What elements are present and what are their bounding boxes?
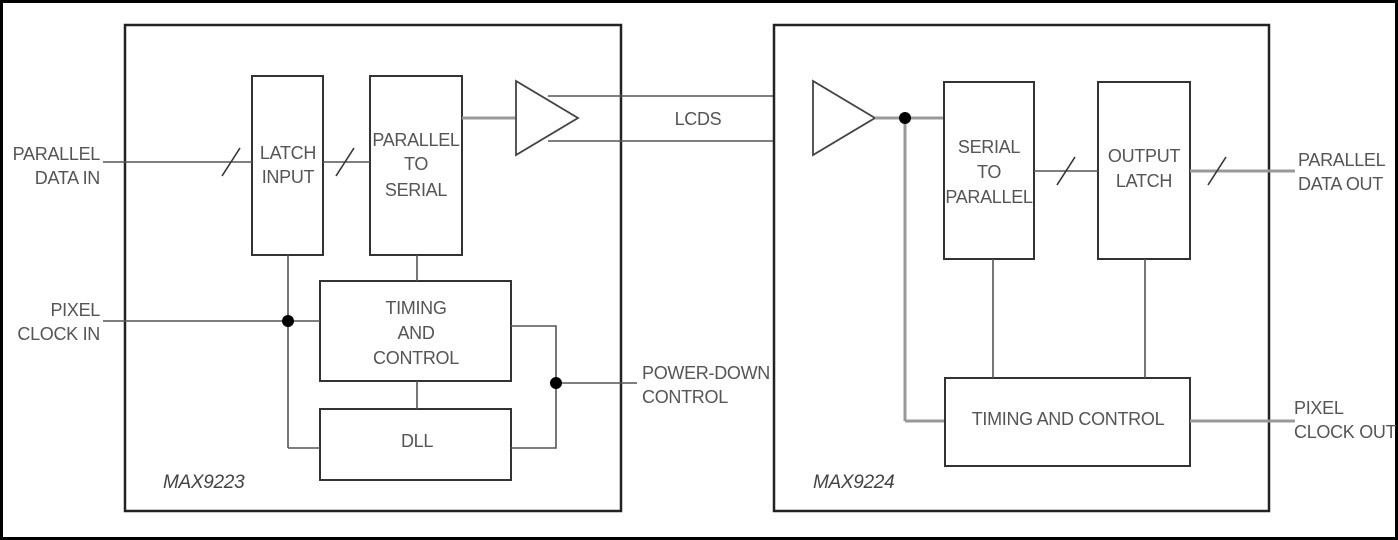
powerdown-junction-dot xyxy=(550,377,562,389)
lvds-receiver-buffer xyxy=(812,79,877,157)
lcds-label: LCDS xyxy=(675,109,722,129)
latch-input-block xyxy=(251,75,324,256)
parallel-data-out-label-1: PARALLEL xyxy=(1298,150,1386,170)
serial-to-parallel-label-1: SERIAL xyxy=(958,137,1021,157)
pixel-clock-in-label-1: PIXEL xyxy=(50,300,100,320)
latch-input-label-2: INPUT xyxy=(262,167,315,187)
power-down-label-2: CONTROL xyxy=(642,387,728,407)
serial-to-parallel-label-3: PARALLEL xyxy=(945,187,1033,207)
parallel-data-in-label-1: PARALLEL xyxy=(13,144,101,164)
tx-timing-label-3: CONTROL xyxy=(373,348,459,368)
clock-junction-dot xyxy=(282,315,294,327)
dll-block xyxy=(319,408,512,481)
power-down-label-1: POWER-DOWN xyxy=(642,363,770,383)
max9223-label: MAX9223 xyxy=(163,472,245,493)
dll-label: DLL xyxy=(401,431,433,451)
parallel-data-in-label-2: DATA IN xyxy=(35,168,100,188)
bus-slash-4 xyxy=(1207,156,1227,186)
bus-slash-3 xyxy=(1056,156,1076,186)
tx-timing-label-1: TIMING xyxy=(385,298,446,318)
parallel-to-serial-label-3: SERIAL xyxy=(385,180,448,200)
output-latch-block xyxy=(1097,81,1191,260)
parallel-data-out-label-2: DATA OUT xyxy=(1298,174,1383,194)
pixel-clock-in-label-2: CLOCK IN xyxy=(17,324,100,344)
serial-to-parallel-label-2: TO xyxy=(977,162,1001,182)
output-latch-label-1: OUTPUT xyxy=(1108,146,1181,166)
parallel-to-serial-block xyxy=(369,75,463,256)
rx-timing-label: TIMING AND CONTROL xyxy=(972,409,1165,429)
receiver-junction-dot xyxy=(899,112,911,124)
tx-timing-label-2: AND xyxy=(397,323,434,343)
bus-slash-1 xyxy=(221,147,241,177)
lvds-driver-buffer xyxy=(515,79,580,157)
tx-timing-control-block xyxy=(319,280,512,382)
bus-slash-2 xyxy=(335,147,355,177)
max9224-label: MAX9224 xyxy=(813,472,894,493)
latch-input-label-1: LATCH xyxy=(260,143,316,163)
pixel-clock-out-label-1: PIXEL xyxy=(1294,398,1344,418)
output-latch-label-2: LATCH xyxy=(1116,171,1172,191)
parallel-to-serial-label-2: TO xyxy=(404,154,428,174)
parallel-to-serial-label-1: PARALLEL xyxy=(372,130,460,150)
pixel-clock-out-label-2: CLOCK OUT xyxy=(1294,422,1397,442)
